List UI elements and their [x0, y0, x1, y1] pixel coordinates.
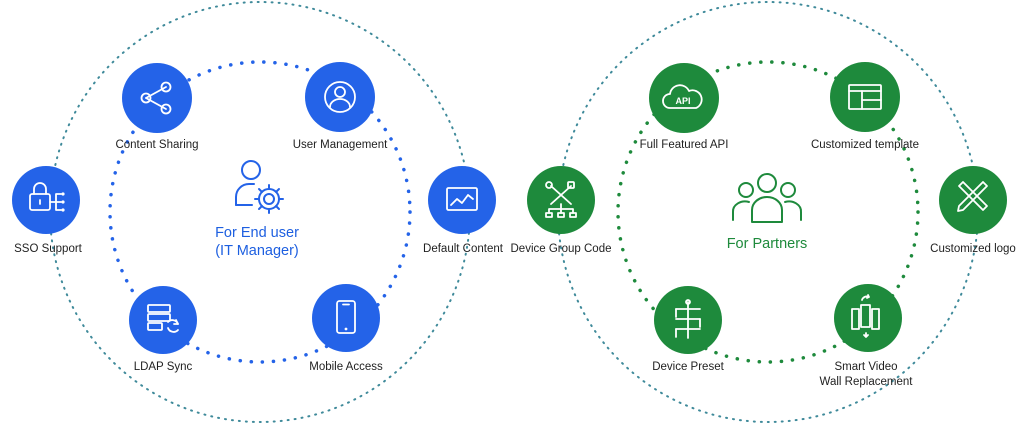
mobile-access-node[interactable]: Mobile Access: [309, 284, 383, 373]
smart-video-wall-circle: [834, 284, 902, 352]
device-group-code-node[interactable]: Device Group Code: [511, 166, 612, 255]
full-featured-api-circle: [649, 63, 719, 133]
customized-template-circle: [830, 62, 900, 132]
left-center-title-line2: (IT Manager): [215, 243, 299, 259]
share-icon: [140, 81, 172, 115]
left-center-title-line1: For End user: [215, 225, 299, 241]
video-wall-icon: [851, 294, 880, 338]
api-cloud-icon: API: [662, 84, 703, 109]
customized-logo-label: Customized logo: [930, 243, 1016, 255]
mobile-icon: [336, 300, 356, 334]
right-center-title: For Partners: [727, 236, 808, 252]
tools-network-icon: [545, 181, 577, 218]
left-inner-ring: [108, 60, 412, 364]
ldap-sync-label: LDAP Sync: [134, 361, 193, 373]
sliders-icon: [675, 299, 701, 339]
smart-video-wall-label-line2: Wall Replacement: [820, 376, 914, 388]
content-sharing-circle: [122, 63, 192, 133]
customized-template-label: Customized template: [811, 139, 919, 151]
people-group-icon: [732, 173, 802, 223]
content-sharing-node[interactable]: Content Sharing: [115, 63, 199, 151]
device-preset-node[interactable]: Device Preset: [652, 286, 725, 373]
right-inner-ring: [616, 60, 920, 364]
content-sharing-label: Content Sharing: [115, 139, 198, 151]
default-content-node[interactable]: Default Content: [423, 166, 504, 255]
customized-logo-node[interactable]: Customized logo: [930, 166, 1016, 255]
user-gear-icon: [235, 160, 284, 214]
default-content-circle: [428, 166, 496, 234]
svg-text:API: API: [675, 96, 690, 106]
sso-support-label: SSO Support: [14, 243, 83, 255]
ldap-sync-circle: [129, 286, 197, 354]
mobile-access-label: Mobile Access: [309, 361, 383, 373]
lock-network-icon: [29, 182, 65, 212]
user-management-label: User Management: [293, 139, 388, 151]
default-content-label: Default Content: [423, 243, 504, 255]
customized-template-node[interactable]: Customized template: [811, 62, 919, 151]
device-group-code-label: Device Group Code: [511, 243, 612, 255]
ldap-sync-node[interactable]: LDAP Sync: [129, 286, 197, 373]
user-management-node[interactable]: User Management: [293, 62, 388, 151]
server-sync-icon: [147, 304, 179, 333]
template-icon: [848, 84, 882, 110]
full-featured-api-node[interactable]: API Full Featured API: [640, 63, 729, 151]
left-outer-ring: [49, 1, 471, 423]
mobile-access-circle: [312, 284, 380, 352]
smart-video-wall-label-line1: Smart Video: [834, 361, 897, 373]
pencil-ruler-icon: [957, 181, 988, 212]
device-group-code-circle: [527, 166, 595, 234]
user-circle-icon: [324, 81, 356, 113]
sso-support-circle: [12, 166, 80, 234]
sso-support-node[interactable]: SSO Support: [12, 166, 83, 255]
right-outer-ring: [557, 1, 979, 423]
image-chart-icon: [446, 187, 478, 211]
full-featured-api-label: Full Featured API: [640, 139, 729, 151]
device-preset-label: Device Preset: [652, 361, 724, 373]
smart-video-wall-node[interactable]: Smart Video Wall Replacement: [820, 284, 914, 388]
